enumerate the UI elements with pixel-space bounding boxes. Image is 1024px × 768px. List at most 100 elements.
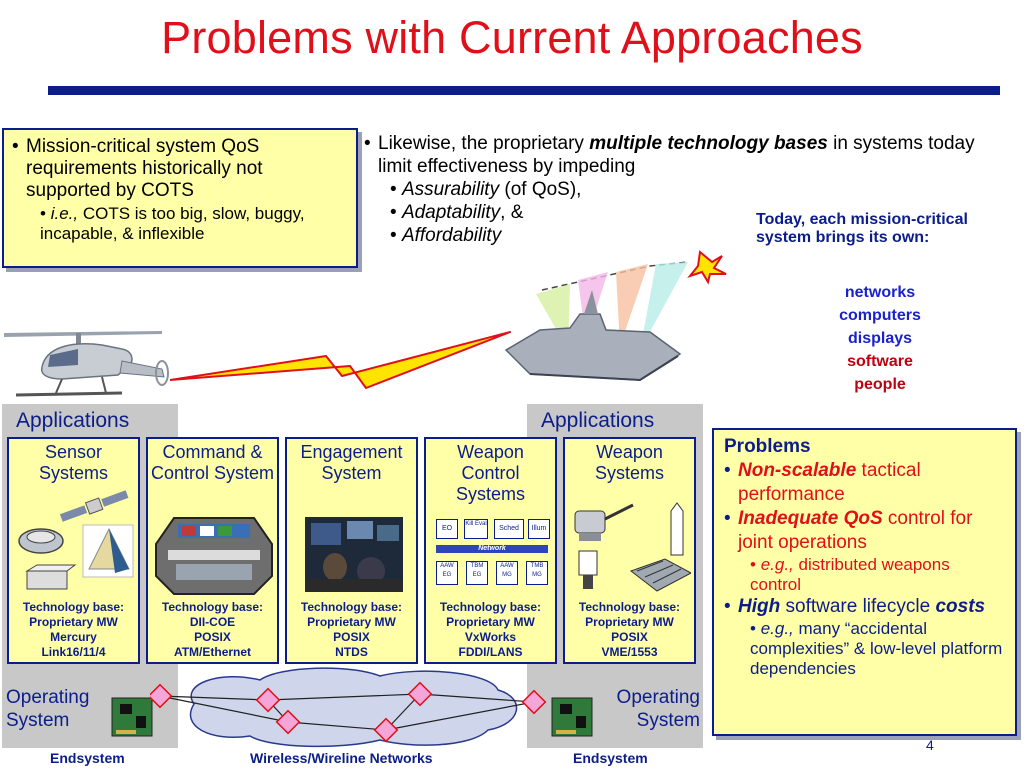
- problem-2-sub: • e.g., distributed weapons control: [750, 555, 950, 594]
- today-item-computers: computers: [839, 307, 921, 324]
- today-item-people: people: [854, 376, 906, 393]
- endsystem-label-left: Endsystem: [50, 750, 125, 766]
- problems-heading: Problems: [724, 436, 811, 457]
- tech-base-label: Technology base:: [300, 600, 403, 614]
- impede-item-2-rest: , &: [500, 202, 524, 223]
- today-heading: Today, each mission-critical system brin…: [756, 211, 968, 246]
- tech-base: Technology base: Proprietary MW POSIX VM…: [565, 600, 694, 660]
- tech-base-network: NTDS: [335, 645, 368, 659]
- endsystem-label-right: Endsystem: [573, 750, 648, 766]
- sensor-systems-column: Sensor Systems Technology base: Propriet…: [7, 437, 140, 664]
- sensor-devices-image: [18, 490, 134, 590]
- slide-title: Problems with Current Approaches: [161, 12, 863, 63]
- impede-item-2-em: Adaptability: [401, 202, 501, 223]
- problem-2-rest: control for joint operations: [738, 508, 973, 553]
- tech-base-label: Technology base:: [161, 600, 264, 614]
- tech-base-os: POSIX: [333, 630, 370, 644]
- impede-item-1: • Assurability (of QoS),: [390, 179, 582, 200]
- diagram-node: TBM EG: [466, 561, 488, 585]
- diagram-node: Illum: [528, 519, 550, 539]
- command-control-column: Command & Control System Technology base…: [146, 437, 279, 664]
- problem-3-em: High: [738, 596, 781, 617]
- column-title: Sensor Systems: [38, 442, 108, 483]
- tech-base-os: POSIX: [611, 630, 648, 644]
- tech-base-os: POSIX: [194, 630, 231, 644]
- problem-3-rest: software lifecycle: [780, 596, 931, 617]
- tech-base-label: Technology base:: [439, 600, 542, 614]
- tech-line-a: Likewise, the proprietary: [378, 133, 584, 154]
- problem-2-sub-rest: distributed weapons control: [750, 555, 950, 594]
- diagram-node: AAW EG: [436, 561, 458, 585]
- problem-2-sub-em: e.g.,: [760, 555, 794, 574]
- diagram-node: Sched: [494, 519, 524, 539]
- page-number: 4: [926, 737, 934, 753]
- cots-bullet: •Mission-critical system QoS requirement…: [12, 136, 348, 202]
- tech-base: Technology base: Proprietary MW VxWorks …: [426, 600, 555, 660]
- problems-box: Problems •Non-scalable tactical performa…: [712, 428, 1017, 736]
- tech-base-network: FDDI/LANS: [458, 645, 523, 659]
- cots-sub-bullet: • i.e., COTS is too big, slow, buggy, in…: [40, 204, 305, 243]
- tech-base: Technology base: DII-COE POSIX ATM/Ether…: [148, 600, 277, 660]
- technology-bases-text: •Likewise, the proprietary multiple tech…: [364, 132, 1004, 247]
- tech-base-network: VME/1553: [601, 645, 658, 659]
- applications-label-right: Applications: [541, 409, 655, 432]
- title-rule: [48, 86, 1000, 95]
- problem-3-sub-em: e.g.,: [760, 619, 794, 638]
- helicopter-image: [4, 331, 169, 397]
- tech-base-middleware: Proprietary MW: [29, 615, 118, 629]
- impede-item-3-em: Affordability: [401, 225, 502, 246]
- engagement-system-column: Engagement System Technology base: Propr…: [285, 437, 418, 664]
- tech-base-middleware: DII-COE: [189, 615, 236, 629]
- column-title: Weapon Systems: [594, 442, 664, 483]
- networks-label: Wireless/Wireline Networks: [250, 750, 433, 766]
- command-center-image: [155, 517, 273, 595]
- ship-image: [504, 250, 727, 382]
- impede-item-3: • Affordability: [390, 225, 502, 246]
- weapon-hardware-image: [574, 502, 691, 592]
- problem-3-sub: • e.g., many “accidental complexities” &…: [750, 619, 1003, 678]
- diagram-network-bus: Network: [436, 545, 548, 553]
- applications-label-left: Applications: [16, 409, 130, 432]
- today-list: networks computers displays software peo…: [780, 281, 980, 396]
- tech-base-network: Link16/11/4: [41, 645, 106, 659]
- cots-bullet-text: Mission-critical system QoS requirements…: [26, 136, 263, 201]
- today-item-displays: displays: [847, 330, 913, 347]
- problem-3-sub-rest: many “accidental complexities” & low-lev…: [750, 619, 1003, 678]
- tech-base-label: Technology base:: [22, 600, 125, 614]
- tech-base-middleware: Proprietary MW: [585, 615, 674, 629]
- today-item-networks: networks: [844, 284, 916, 301]
- column-title: Weapon Control Systems: [455, 442, 525, 504]
- problem-3-em2: costs: [935, 596, 986, 617]
- weapon-control-column: Weapon Control Systems EO Kill Eval Sche…: [424, 437, 557, 664]
- wireless-link-bolt: [170, 331, 511, 389]
- diagram-node: EO: [436, 519, 458, 539]
- cots-box: •Mission-critical system QoS requirement…: [2, 128, 358, 268]
- today-item-software: software: [847, 353, 913, 370]
- network-cloud: [150, 667, 547, 748]
- impede-item-2: • Adaptability, &: [390, 202, 524, 223]
- tech-line-b: in systems today limit effectiveness by …: [378, 133, 975, 177]
- tech-base-label: Technology base:: [578, 600, 681, 614]
- circuit-board-right-icon: [551, 697, 593, 737]
- column-title: Engagement System: [300, 442, 403, 483]
- problem-1-em: Non-scalable: [738, 460, 857, 481]
- cots-sub-lead: i.e.,: [50, 204, 79, 223]
- diagram-node: AAW MG: [496, 561, 518, 585]
- tech-base-middleware: Proprietary MW: [307, 615, 396, 629]
- weapon-control-diagram: EO Kill Eval Sched Illum Network AAW EG …: [436, 519, 550, 589]
- circuit-board-left-icon: [111, 697, 153, 737]
- tech-base-os: VxWorks: [464, 630, 517, 644]
- operating-system-label-left: Operating System: [6, 687, 90, 731]
- tech-base-network: ATM/Ethernet: [173, 645, 252, 659]
- impede-item-1-em: Assurability: [401, 179, 500, 200]
- tech-base: Technology base: Proprietary MW POSIX NT…: [287, 600, 416, 660]
- tech-base-os: Mercury: [50, 630, 97, 644]
- problem-2-em: Inadequate QoS: [738, 508, 883, 529]
- engagement-room-image: [305, 517, 403, 592]
- tech-base-middleware: Proprietary MW: [446, 615, 535, 629]
- diagram-node: TMB MG: [526, 561, 548, 585]
- diagram-node: Kill Eval: [464, 519, 488, 539]
- cots-sub-text: COTS is too big, slow, buggy, incapable,…: [40, 204, 305, 243]
- column-title: Command & Control System: [150, 442, 275, 483]
- weapon-systems-column: Weapon Systems Technology base: Propriet…: [563, 437, 696, 664]
